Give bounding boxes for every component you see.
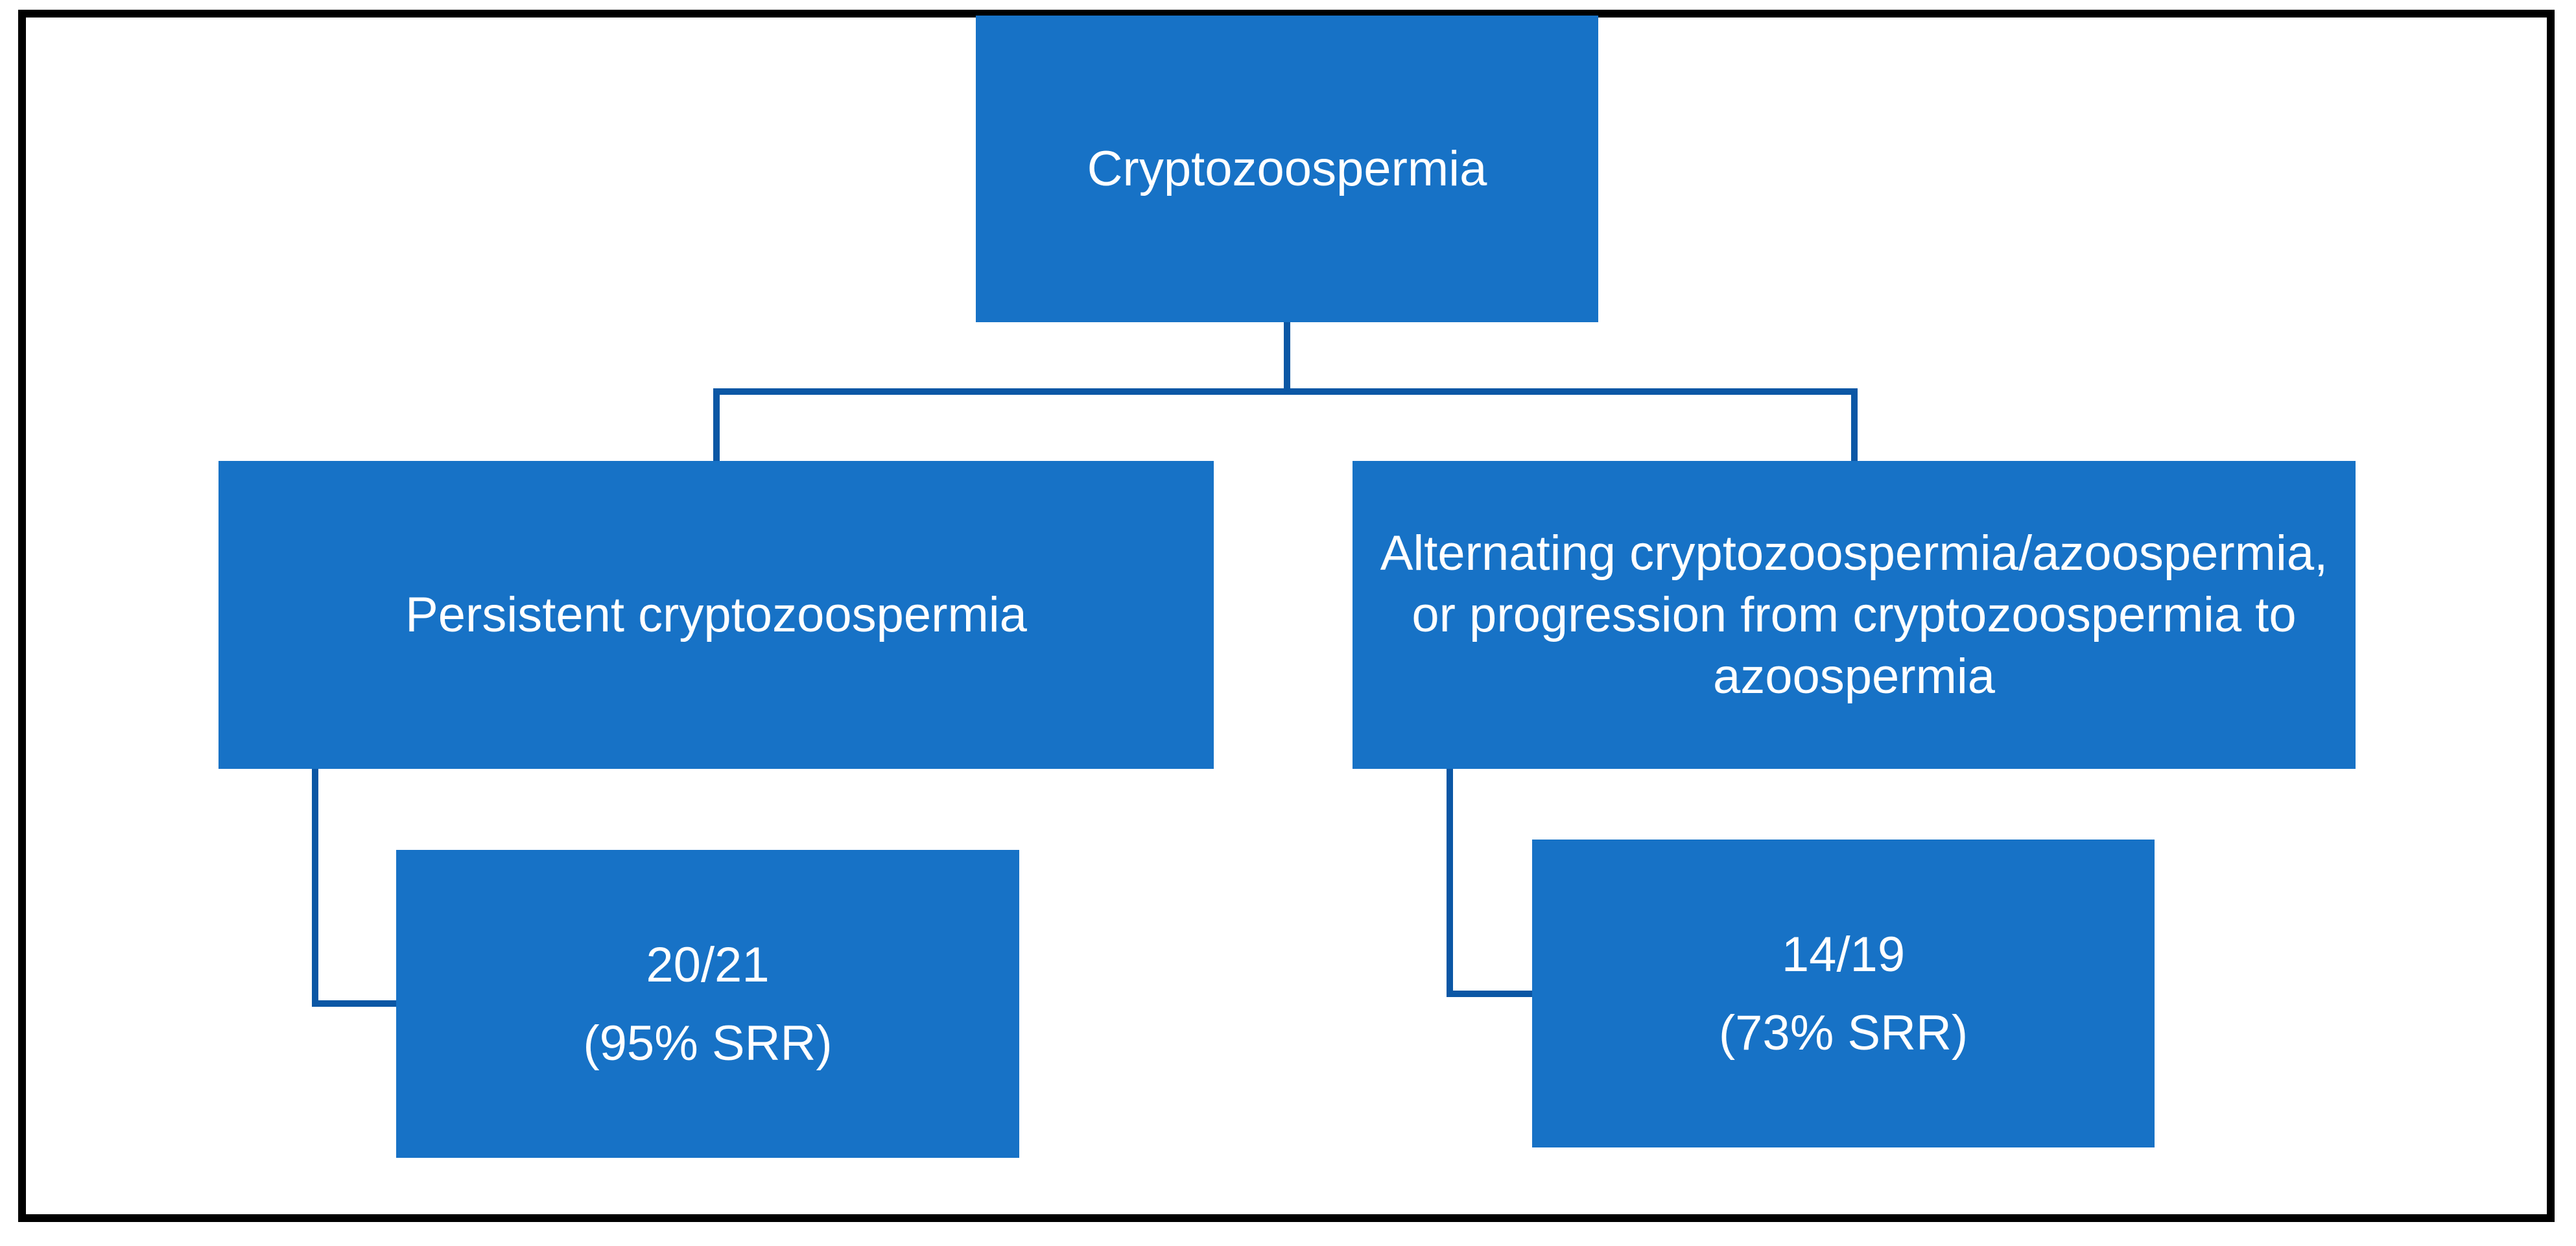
connector-horizontal-rail [713,388,1858,395]
right-branch-label-line-3: azoospermia [1712,649,1996,704]
left-branch-label: Persistent cryptozoospermia [405,587,1027,642]
branch-node-persistent-cryptozoospermia: Persistent cryptozoospermia [219,461,1214,769]
connector-right-elbow-horizontal [1447,991,1532,997]
result-node-persistent: 20/21 (95% SRR) [396,850,1019,1158]
connector-root-stem [1284,322,1290,392]
result-node-alternating: 14/19 (73% SRR) [1532,840,2155,1147]
right-result-value: 14/19 [1781,926,1906,982]
right-result-srr: (73% SRR) [1718,1005,1968,1061]
branch-node-alternating-cryptozoospermia: Alternating cryptozoospermia/azoospermia… [1353,461,2356,769]
left-result-srr: (95% SRR) [583,1015,833,1071]
right-branch-label-line-1: Alternating cryptozoospermia/azoospermia… [1380,526,2328,581]
outer-frame-border [18,10,2555,1222]
left-result-value: 20/21 [646,937,770,993]
root-node-cryptozoospermia: Cryptozoospermia [976,16,1598,322]
connector-drop-left-branch [713,388,720,461]
connector-left-elbow-vertical [312,769,318,1007]
connector-right-elbow-vertical [1447,769,1453,997]
connector-left-elbow-horizontal [312,1000,396,1007]
right-branch-label-line-2: or progression from cryptozoospermia to [1412,587,2297,642]
root-node-label: Cryptozoospermia [1087,141,1487,196]
connector-drop-right-branch [1851,388,1858,461]
